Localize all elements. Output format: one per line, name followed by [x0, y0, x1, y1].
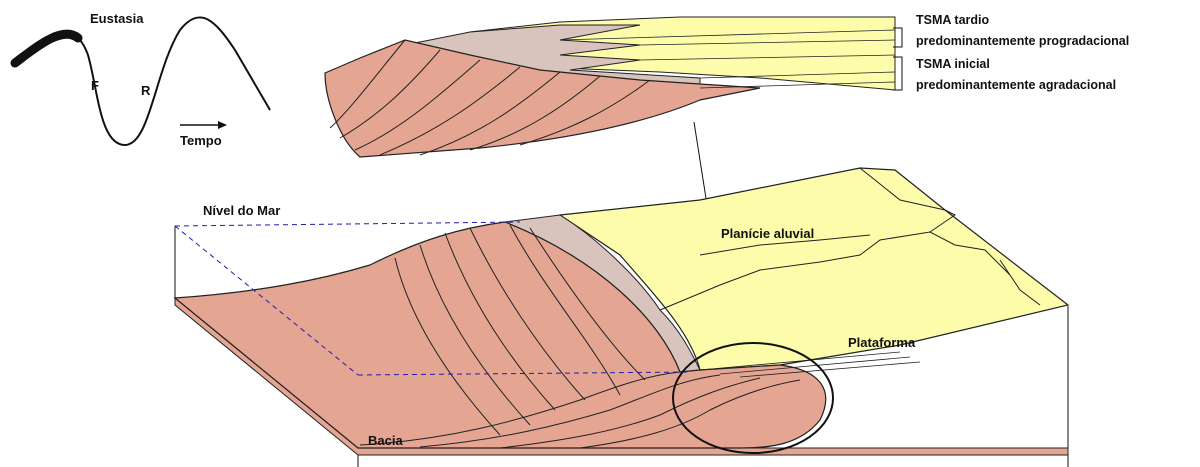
time-arrow-head [218, 121, 227, 129]
eustasy-highlight-segment [15, 34, 78, 63]
eustasy-curve-panel: Eustasia F R Tempo [15, 11, 270, 148]
late-tsma-label-2: predominantemente progradacional [916, 34, 1129, 48]
late-tsma-label-1: TSMA tardio [916, 13, 990, 27]
platform-label: Plataforma [848, 335, 916, 350]
fall-label: F [91, 78, 99, 93]
rise-label: R [141, 83, 151, 98]
early-tsma-label-2: predominantemente agradacional [916, 78, 1116, 92]
alluvial-plain-label: Planície aluvial [721, 226, 814, 241]
detail-cross-section: TSMA tardio predominantemente progradaci… [325, 13, 1129, 157]
basin-label: Bacia [368, 433, 403, 448]
early-tsma-label-1: TSMA inicial [916, 57, 990, 71]
sea-level-label: Nível do Mar [203, 203, 280, 218]
eustasy-title: Eustasia [90, 11, 144, 26]
time-label: Tempo [180, 133, 222, 148]
block-diagram: Nível do Mar Planície aluvial Plataforma… [175, 168, 1068, 467]
